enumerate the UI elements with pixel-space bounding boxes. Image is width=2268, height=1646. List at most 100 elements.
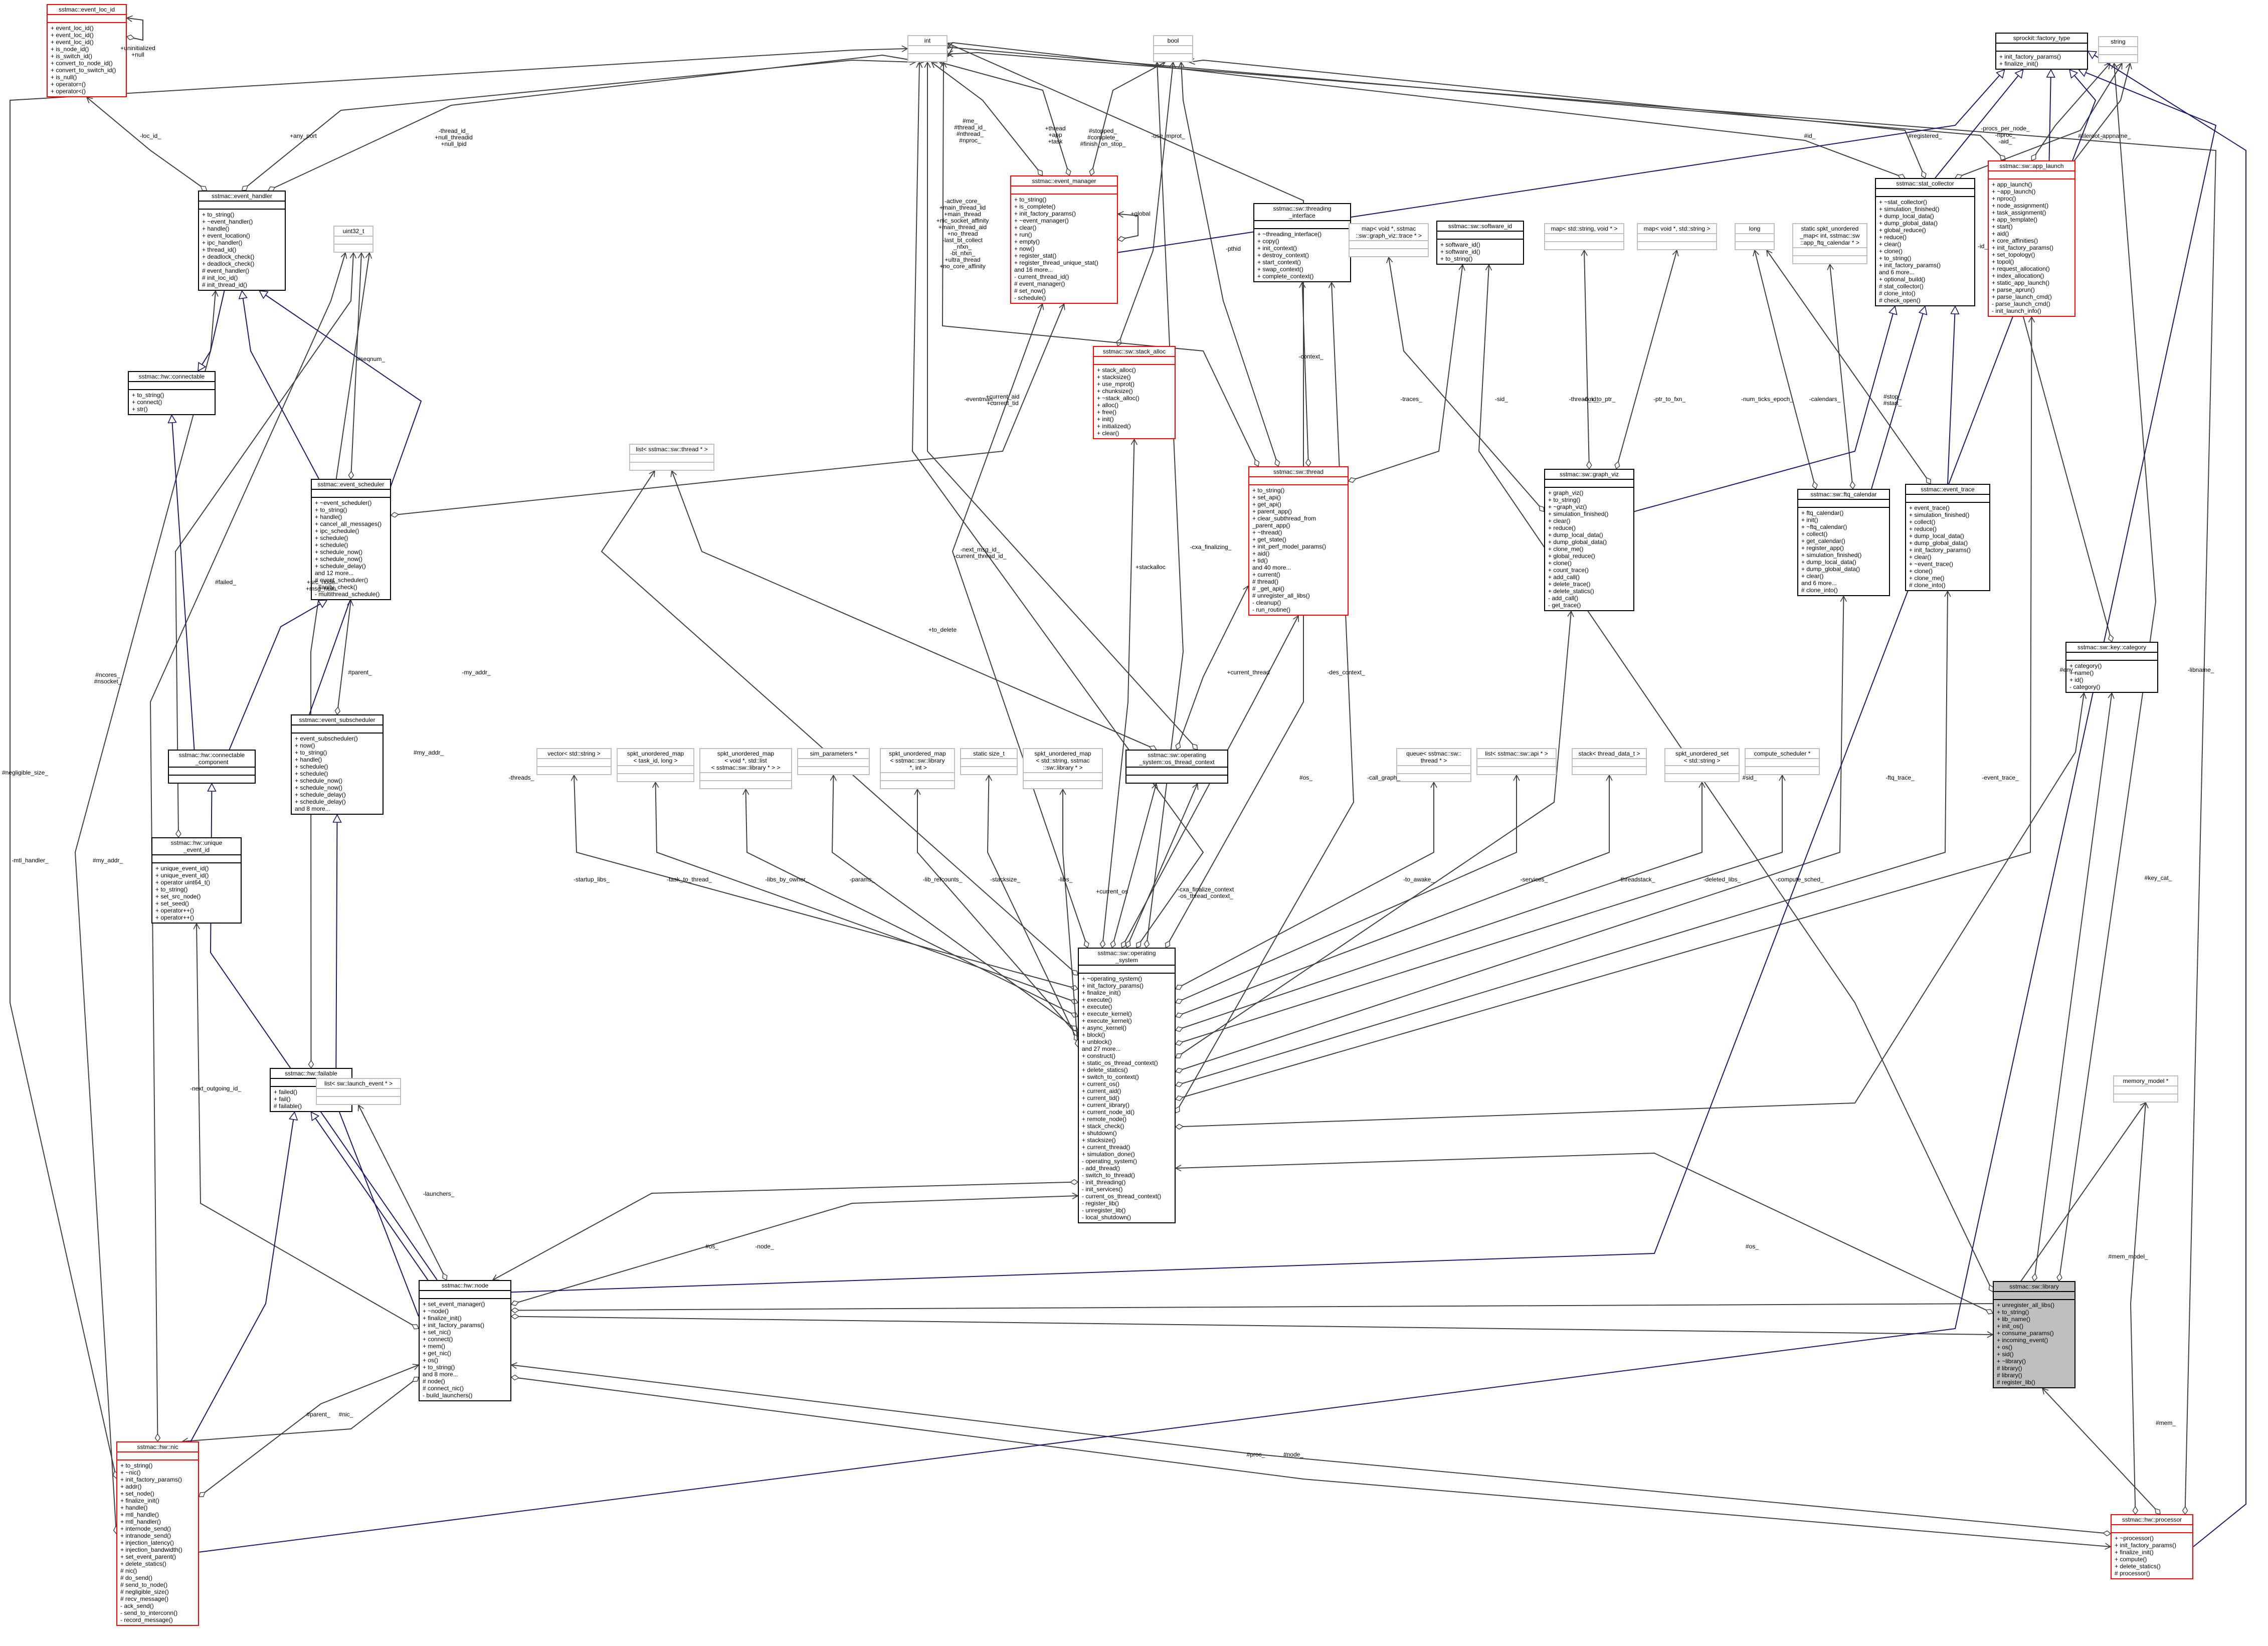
edge-label: -params_ [849,876,875,883]
class-node[interactable]: sstmac::sw::graph_viz+ graph_viz()+ to_s… [1544,469,1634,611]
class-node[interactable]: list< sstmac::sw::api * > [1476,748,1557,775]
class-node[interactable]: sprockit::factory_type+ init_factory_par… [1995,33,2088,70]
operation: + set_nic() [423,1329,451,1336]
operation: + use_mprot() [1097,381,1135,388]
operation: + task_assignment() [1992,209,2046,216]
composition-edge [1176,591,1948,1085]
operation-section [1736,241,1774,249]
class-node[interactable]: spkt_unordered_map < task_id, long > [617,748,694,782]
operation-section [1746,766,1819,774]
class-node[interactable]: sstmac::sw::stack_alloc+ stack_alloc()+ … [1093,346,1176,439]
class-node[interactable]: sstmac::hw::processor+ ~processor()+ ini… [2111,1514,2193,1579]
operation-section: + init_factory_params()+ finalize_init() [1996,51,2087,69]
class-node[interactable]: sstmac::stat_collector+ ~stat_collector(… [1875,178,1975,306]
class-node[interactable]: sstmac::event_subscheduler+ event_subsch… [291,714,384,815]
operation: + simulation_finished() [1801,552,1862,559]
class-node[interactable]: spkt_unordered_set < std::string > [1664,748,1740,782]
attribute-section [1154,45,1192,53]
class-node[interactable]: spkt_unordered_map < void *, std::list <… [699,748,792,789]
class-node[interactable]: sim_parameters * [797,748,870,775]
operation: # library() [1997,1365,2022,1372]
attribute-section [169,767,255,775]
class-node[interactable]: list< sstmac::sw::thread * > [629,444,714,471]
class-node[interactable]: sstmac::hw::node+ set_event_manager()+ ~… [419,1280,511,1401]
class-node[interactable]: int [907,35,948,62]
class-name: map< void *, std::string > [1643,225,1711,232]
composition-edge [948,42,1905,178]
class-node[interactable]: map< std::string, void * > [1544,223,1624,250]
class-node[interactable]: map< void *, std::string > [1637,223,1717,250]
class-node[interactable]: sstmac::event_manager+ to_string()+ is_c… [1010,175,1118,304]
class-node[interactable]: string [2098,36,2138,63]
composition-edge [2004,63,2130,642]
class-name: compute_scheduler * [1754,750,1811,757]
class-node[interactable]: sstmac::hw::connectable _component [168,750,256,784]
operation: + clone() [1879,248,1903,255]
class-node[interactable]: sstmac::sw::threading _interface+ ~threa… [1253,203,1351,282]
operation: and 6 more... [1801,580,1837,587]
class-node[interactable]: sstmac::sw::operating _system::os_thread… [1125,750,1228,784]
operation-section: + ~threading_interface()+ copy()+ init_c… [1254,228,1350,281]
operation: + static_os_thread_context() [1082,1059,1158,1066]
class-node[interactable]: long [1735,223,1775,250]
operation: + current_os() [1082,1080,1120,1087]
class-node[interactable]: uint32_t [333,226,373,253]
class-node[interactable]: sstmac::hw::nic+ to_string()+ ~nic()+ in… [116,1441,199,1626]
class-node[interactable]: sstmac::event_handler+ to_string()+ ~eve… [198,191,286,291]
class-node[interactable]: static size_t [960,748,1018,775]
composition-edge [832,775,1078,1031]
operation: + ~event_handler() [202,218,253,225]
operation-section: + failed()+ fail()# failable() [271,1086,351,1111]
operation: + init_context() [1257,245,1297,252]
composition-edge [511,1103,2146,1311]
class-node[interactable]: sstmac::sw::operating _system+ ~operatin… [1078,948,1176,1223]
edge-label: #negligible_size_ [2,769,49,776]
operation: + stacksize() [1082,1137,1116,1144]
class-node[interactable]: queue< sstmac::sw:: thread * > [1396,748,1471,782]
class-node[interactable]: sstmac::hw::unique _event_id+ unique_eve… [151,837,242,924]
operation-section [1397,773,1470,781]
class-node[interactable]: sstmac::event_scheduler+ ~event_schedule… [311,479,391,600]
operation: + register_thread_unique_stat() [1014,259,1098,266]
class-node[interactable]: static spkt_unordered _map< int, sstmac:… [1792,223,1867,264]
class-node[interactable]: stack< thread_data_t > [1572,748,1647,775]
class-node[interactable]: sstmac::sw::software_id+ software_id()+ … [1436,221,1524,265]
operation: # event_scheduler() [315,577,368,584]
class-name: vector< std::string > [547,750,601,757]
class-node[interactable]: compute_scheduler * [1745,748,1820,775]
class-node[interactable]: list< sw::launch_event * > [316,1078,401,1105]
attribute-section [1793,247,1866,255]
class-node[interactable]: sstmac::sw::library+ unregister_all_libs… [1993,1281,2075,1388]
edge-label: -pthid [1225,245,1241,252]
edge-label: +global [1130,210,1151,217]
class-node[interactable]: sstmac::sw::ftq_calendar+ ftq_calendar()… [1797,489,1890,596]
operation: + incoming_event() [1997,1337,2048,1344]
class-node[interactable]: sstmac::event_loc_id+ event_loc_id()+ ev… [47,4,127,97]
operation: + reduce() [1879,234,1907,241]
class-name: static spkt_unordered _map< int, sstmac:… [1800,225,1860,246]
class-name: sstmac::sw::ftq_calendar [1810,491,1877,498]
class-node[interactable]: sstmac::sw::thread+ to_string()+ set_api… [1248,466,1349,616]
edge-label: +src_node +msg_num [306,579,336,592]
operation: + mem() [423,1343,445,1350]
attribute-section [1397,765,1470,773]
class-name: sstmac::sw::operating _system [1097,950,1156,964]
operation: + finalize_init() [1999,60,2038,67]
class-node[interactable]: vector< std::string > [536,748,612,775]
operation-section: + event_trace()+ simulation_finished()+ … [1906,502,1989,590]
attribute-section [1665,765,1739,773]
class-node[interactable]: sstmac::sw::app_launch+ app_launch()+ ~a… [1988,160,2075,317]
class-node[interactable]: sstmac::event_trace+ event_trace()+ simu… [1905,484,1990,591]
class-node[interactable]: sstmac::hw::connectable+ to_string()+ co… [128,371,216,415]
edge-label: -threadstack_ [1618,876,1655,883]
operation: + parse_aprun() [1992,286,2035,293]
class-node[interactable]: spkt_unordered_map < std::string, sstmac… [1023,748,1103,789]
class-node[interactable]: spkt_unordered_map < sstmac::sw::library… [880,748,955,789]
class-node[interactable]: bool [1153,35,1193,62]
inheritance-edge [1947,306,1955,484]
class-node[interactable]: memory_model * [2113,1075,2178,1103]
class-node[interactable]: map< void *, sstmac ::sw::graph_viz::tra… [1349,223,1429,257]
class-node[interactable]: sstmac::sw::key::category+ category()+ n… [2065,642,2158,693]
operation: - cleanup() [1252,599,1281,606]
